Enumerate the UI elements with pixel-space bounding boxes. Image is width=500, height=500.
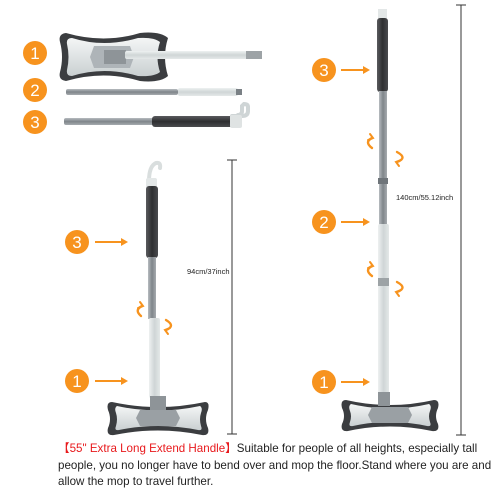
svg-text:1: 1 (319, 373, 328, 392)
step-badge-3: 3 (23, 110, 47, 134)
svg-text:2: 2 (319, 213, 328, 232)
measure-line-long (456, 4, 466, 436)
assembled-mop-long (341, 9, 439, 432)
step-badge-3: 3 (312, 58, 336, 82)
step-badge-2: 2 (312, 210, 336, 234)
handle-section-grip (64, 101, 250, 128)
pole-section-grey (66, 88, 242, 96)
rotate-icon (366, 133, 404, 167)
svg-text:1: 1 (30, 44, 39, 63)
svg-text:3: 3 (30, 113, 39, 132)
arrow-right-icon (341, 378, 370, 386)
svg-text:2: 2 (30, 81, 39, 100)
product-caption: 【55" Extra Long Extend Handle】Suitable f… (58, 441, 494, 491)
rotate-icon (366, 261, 404, 297)
svg-text:3: 3 (319, 61, 328, 80)
measurement-label-long: 140cm/55.12inch (396, 193, 454, 202)
measure-line-short (227, 159, 237, 435)
step-badge-1: 1 (312, 370, 336, 394)
step-badge-3: 3 (65, 230, 89, 254)
svg-text:3: 3 (72, 233, 81, 252)
assembled-mop-short (107, 160, 209, 436)
measurement-label-short: 94cm/37inch (187, 267, 230, 276)
arrow-right-icon (95, 377, 128, 385)
step-badge-1: 1 (23, 41, 47, 65)
svg-text:1: 1 (72, 372, 81, 391)
caption-text: Suitable for people of all heights, espe… (58, 442, 492, 488)
arrow-right-icon (341, 66, 370, 74)
step-badge-1: 1 (65, 369, 89, 393)
mop-head-top-view (59, 32, 262, 82)
arrow-right-icon (341, 218, 370, 226)
rotate-icon (136, 301, 173, 335)
arrow-right-icon (95, 238, 128, 246)
step-badge-2: 2 (23, 78, 47, 102)
caption-highlight: 【55" Extra Long Extend Handle】 (58, 442, 237, 455)
